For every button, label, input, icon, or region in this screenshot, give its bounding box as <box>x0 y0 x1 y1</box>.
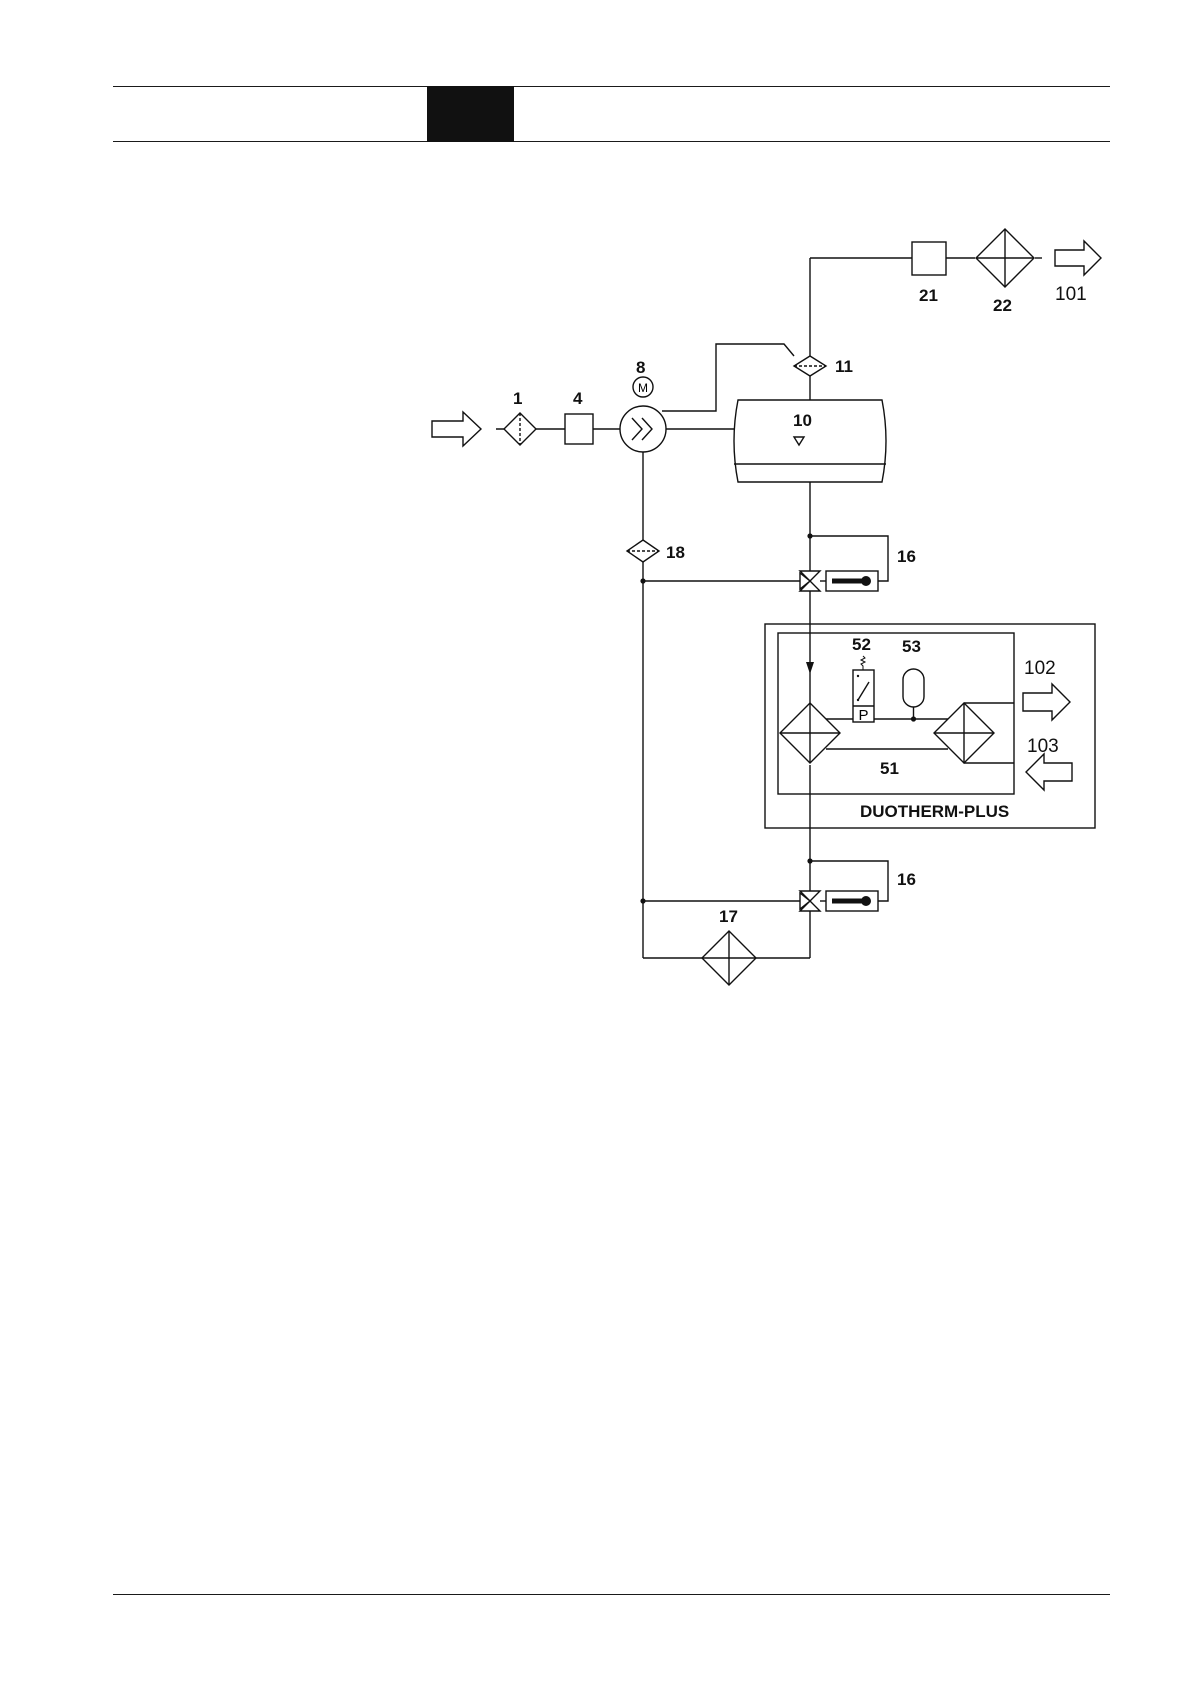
label-17: 17 <box>719 907 738 926</box>
label-101: 101 <box>1055 284 1087 305</box>
label-21: 21 <box>919 286 938 305</box>
motor-symbol: M <box>638 381 648 395</box>
heat-exchanger-22-icon <box>976 229 1034 287</box>
outlet-101-arrow-icon <box>1055 241 1101 275</box>
thermostat-bottom-icon <box>820 891 878 911</box>
label-52: 52 <box>852 635 871 654</box>
label-16-bottom: 16 <box>897 870 916 889</box>
label-11: 11 <box>835 357 853 376</box>
module-title: DUOTHERM-PLUS <box>860 802 1009 821</box>
three-way-valve-top-icon <box>800 571 820 591</box>
filter-1-icon <box>504 413 536 445</box>
inlet-103-arrow-icon <box>1026 754 1072 790</box>
label-103: 103 <box>1027 736 1059 757</box>
pressure-symbol: P <box>858 707 868 724</box>
label-51: 51 <box>880 759 899 778</box>
label-18: 18 <box>666 543 685 562</box>
three-way-valve-bottom-icon <box>800 891 820 911</box>
expansion-vessel-53-icon <box>903 669 924 707</box>
heat-exchanger-17-icon <box>702 931 756 985</box>
pipe-lines <box>496 258 1042 958</box>
component-4-icon <box>565 414 593 444</box>
label-102: 102 <box>1024 658 1056 679</box>
outlet-102-arrow-icon <box>1023 684 1070 720</box>
inlet-arrow-icon <box>432 412 481 446</box>
pump-icon <box>620 406 666 452</box>
component-21-icon <box>912 242 946 275</box>
duotherm-plus-module: P <box>765 624 1095 828</box>
label-16-top: 16 <box>897 547 916 566</box>
label-4: 4 <box>573 389 583 408</box>
motor-icon: M <box>633 377 653 397</box>
thermostat-top-icon <box>820 571 878 591</box>
label-22: 22 <box>993 296 1012 315</box>
filter-11-icon <box>794 356 826 376</box>
label-10: 10 <box>793 411 812 430</box>
label-1: 1 <box>513 389 522 408</box>
label-8: 8 <box>636 358 645 377</box>
label-53: 53 <box>902 637 921 656</box>
filter-18-icon <box>627 540 659 562</box>
